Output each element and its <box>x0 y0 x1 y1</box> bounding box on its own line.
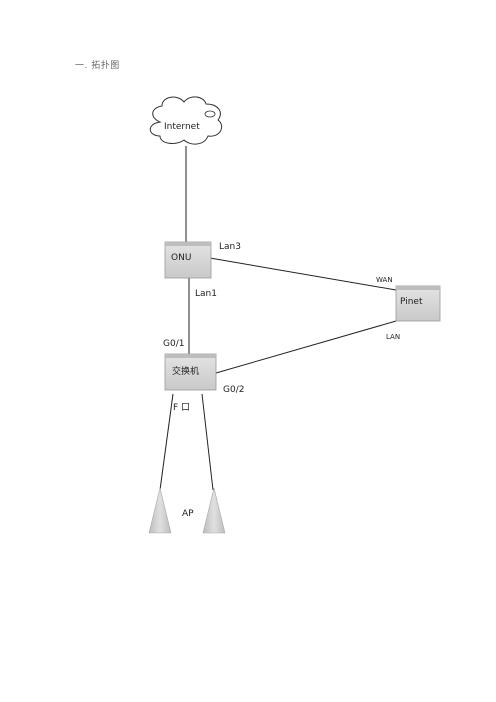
port-label-wan: WAN <box>376 276 393 284</box>
onu-label: ONU <box>171 253 191 263</box>
onu-device <box>164 241 212 279</box>
link-onu-pinet <box>209 257 397 291</box>
ap-icon-2 <box>202 487 226 534</box>
port-label-g02: G0/2 <box>223 385 244 395</box>
ap-icon-1 <box>148 487 172 534</box>
port-label-lan: LAN <box>386 333 400 341</box>
cloud-icon <box>149 96 223 145</box>
pinet-device <box>395 285 441 322</box>
port-label-lan1: Lan1 <box>195 289 217 299</box>
link-switch-pinet <box>215 320 397 374</box>
internet-label: Internet <box>164 122 200 132</box>
link-switch-ap2 <box>201 393 214 491</box>
port-label-lan3: Lan3 <box>219 242 241 252</box>
pinet-label: Pinet <box>400 297 423 307</box>
switch-device <box>164 353 217 391</box>
link-switch-ap1 <box>159 393 174 491</box>
port-label-f: F 口 <box>173 403 190 413</box>
switch-label: 交换机 <box>172 365 199 377</box>
port-label-g01: G0/1 <box>163 339 184 349</box>
ap-label: AP <box>182 509 194 519</box>
page-heading: 一. 拓扑图 <box>75 61 120 71</box>
